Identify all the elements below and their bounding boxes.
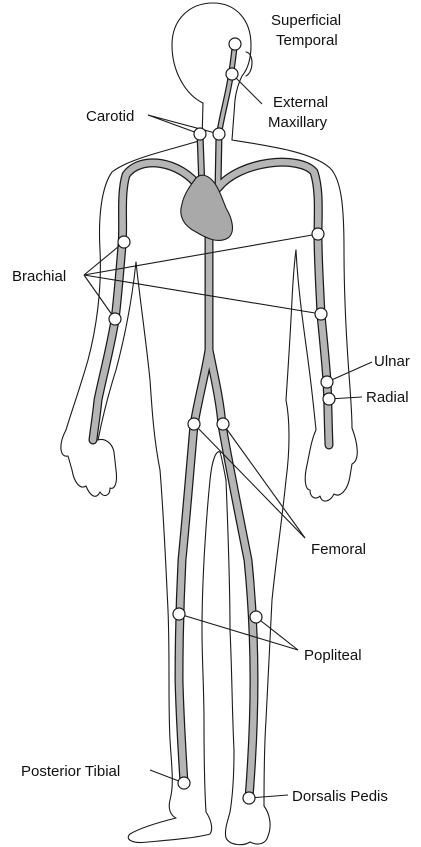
pulse-point-femoral-left — [188, 418, 200, 430]
right-leg-outer — [264, 400, 289, 806]
right-leg-artery — [209, 350, 254, 798]
arteries — [93, 44, 329, 798]
pulse-point-carotid-left — [194, 128, 206, 140]
left-shoulder-arm-outer — [66, 140, 202, 430]
popliteal-leader-2 — [256, 617, 298, 650]
pulse-point-brachial-left-lower — [109, 313, 121, 325]
right-arm-inner — [296, 250, 316, 430]
label-external-maxillary-line1: External — [273, 94, 328, 111]
artery-fills — [93, 44, 329, 798]
carotid-leader-left — [148, 115, 200, 134]
label-ulnar: Ulnar — [374, 353, 410, 370]
pulse-point-brachial-left-upper — [118, 236, 130, 248]
pulse-point-superficial-temporal — [229, 38, 241, 50]
torso-right — [286, 250, 296, 400]
right-carotid-artery — [218, 134, 219, 188]
label-femoral: Femoral — [311, 541, 366, 558]
right-shoulder-arm-outer — [232, 140, 352, 428]
right-leg-inner — [226, 480, 234, 812]
femoral-leader-1 — [194, 424, 305, 538]
left-leg-outer — [160, 470, 176, 818]
pulse-point-brachial-right-upper — [312, 228, 324, 240]
ear-outline — [246, 52, 252, 76]
popliteal-leader-1 — [179, 614, 298, 650]
pulse-point-popliteal-right — [250, 611, 262, 623]
left-foot — [128, 812, 211, 843]
labels: Superficial Temporal External Maxillary … — [12, 12, 410, 805]
pulse-point-femoral-right — [217, 418, 229, 430]
label-popliteal: Popliteal — [304, 647, 362, 664]
pulse-point-brachial-right-lower — [315, 308, 327, 320]
carotid-leader-right — [148, 115, 219, 134]
torso-left — [136, 262, 160, 470]
pulse-point-dorsalis-pedis — [243, 792, 255, 804]
head-outline — [172, 3, 251, 103]
label-superficial-temporal-line1: Superficial — [271, 12, 341, 29]
label-superficial-temporal-line2: Temporal — [276, 32, 338, 49]
right-arm-artery — [218, 162, 329, 445]
aorta-edge — [179, 210, 209, 783]
pulse-point-external-maxillary — [226, 68, 238, 80]
label-dorsalis-pedis: Dorsalis Pedis — [292, 788, 388, 805]
pulse-point-carotid-right — [213, 128, 225, 140]
pulse-point-popliteal-left — [173, 608, 185, 620]
brachial-leader-2 — [84, 275, 115, 319]
label-brachial: Brachial — [12, 268, 66, 285]
temporal-branch-artery — [219, 44, 235, 134]
label-posterior-tibial: Posterior Tibial — [21, 763, 120, 780]
left-leg-inner — [202, 480, 210, 812]
right-arm-artery-edge — [218, 162, 329, 445]
pulse-point-ulnar — [321, 376, 333, 388]
label-external-maxillary-line2: Maxillary — [268, 114, 328, 131]
artery-edges — [93, 44, 329, 798]
label-carotid: Carotid — [86, 108, 134, 125]
pulse-point-posterior-tibial — [178, 777, 190, 789]
right-foot — [225, 806, 270, 845]
label-radial: Radial — [366, 389, 409, 406]
pulse-point-radial — [323, 393, 335, 405]
neck-right — [232, 100, 235, 140]
